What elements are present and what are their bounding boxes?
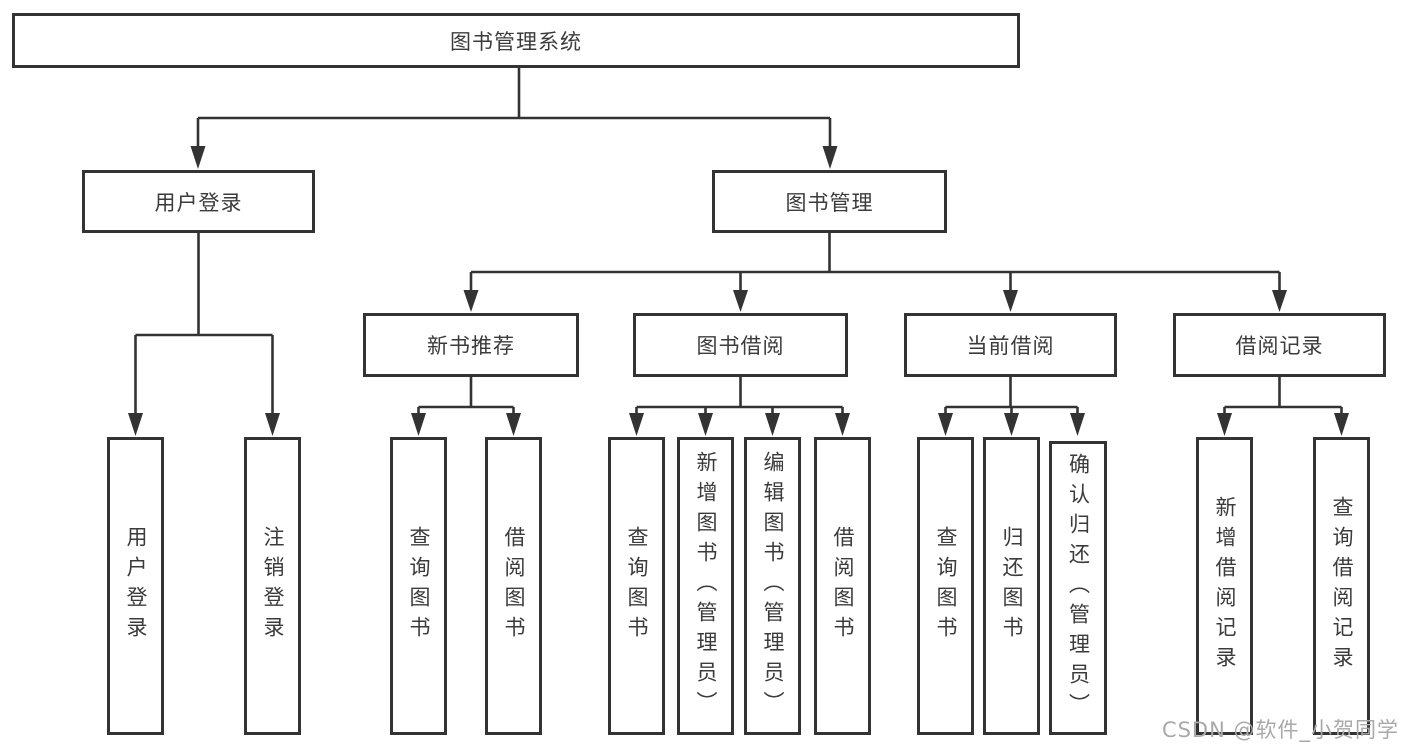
leaf-query-books-current-label: 查询图书 [934,526,958,646]
leaf-borrow-books-recommend-label: 借阅图书 [502,526,526,646]
node-root: 图书管理系统 [12,13,1020,68]
leaf-logout-label: 注销登录 [261,526,285,646]
leaf-confirm-return-admin: 确认归还（管理员） [1049,441,1107,735]
leaf-borrow-books-label: 借阅图书 [831,526,855,646]
node-user-login: 用户登录 [82,170,315,233]
leaf-edit-book-admin: 编辑图书（管理员） [744,437,801,735]
node-book-borrow-label: 图书借阅 [696,334,785,358]
leaf-add-borrow-record-label: 新增借阅记录 [1213,496,1237,676]
leaf-borrow-books: 借阅图书 [814,437,871,735]
node-new-book-recommend: 新书推荐 [363,313,579,377]
leaf-query-books-borrow: 查询图书 [608,437,665,735]
leaf-user-login: 用户登录 [107,437,164,735]
node-current-borrow: 当前借阅 [904,313,1117,377]
leaf-confirm-return-admin-label: 确认归还（管理员） [1066,453,1091,723]
leaf-return-book: 归还图书 [983,437,1040,735]
leaf-add-book-admin-label: 新增图书（管理员） [694,451,718,721]
leaf-query-borrow-record-label: 查询借阅记录 [1330,496,1354,676]
node-user-login-label: 用户登录 [154,190,243,215]
leaf-add-book-admin: 新增图书（管理员） [677,437,734,735]
leaf-borrow-books-recommend: 借阅图书 [485,437,542,735]
leaf-query-books-current: 查询图书 [917,437,974,735]
node-borrow-records: 借阅记录 [1173,313,1386,377]
leaf-query-books-recommend-label: 查询图书 [407,526,431,646]
leaf-return-book-label: 归还图书 [1000,526,1024,646]
leaf-edit-book-admin-label: 编辑图书（管理员） [761,451,785,721]
node-new-book-recommend-label: 新书推荐 [427,334,515,358]
leaf-query-borrow-record: 查询借阅记录 [1313,437,1370,735]
leaf-query-books-recommend: 查询图书 [390,437,447,735]
node-root-label: 图书管理系统 [450,29,582,54]
node-current-borrow-label: 当前借阅 [966,334,1055,358]
leaf-user-login-label: 用户登录 [124,526,148,646]
node-book-management-label: 图书管理 [785,190,874,215]
leaf-add-borrow-record: 新增借阅记录 [1196,437,1253,735]
csdn-watermark: CSDN @软件_小贺同学 [1161,718,1399,742]
node-book-management: 图书管理 [712,170,947,233]
node-book-borrow: 图书借阅 [633,313,848,377]
leaf-query-books-borrow-label: 查询图书 [625,526,649,646]
leaf-logout: 注销登录 [244,437,301,735]
node-borrow-records-label: 借阅记录 [1235,334,1324,358]
